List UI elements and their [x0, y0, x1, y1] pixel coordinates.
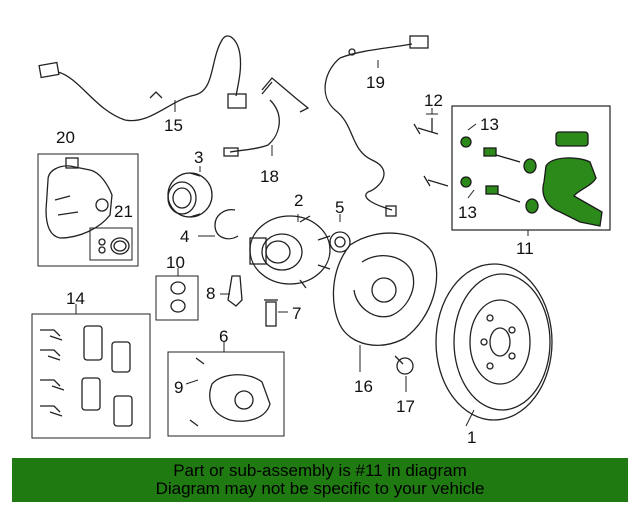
wheel-bearing: [167, 172, 213, 218]
box-10: [155, 275, 199, 321]
callout-13-lower: 13: [458, 203, 477, 222]
guide-pin-bolt-lower: [460, 176, 472, 188]
callout-6: 6: [219, 327, 228, 346]
anti-rattle-clip: [555, 131, 589, 147]
callout-14: 14: [66, 289, 85, 308]
callout-9: 9: [174, 378, 183, 397]
caliper-bracket-highlighted: [460, 131, 603, 227]
callout-19: 19: [366, 73, 385, 92]
callout-20: 20: [56, 128, 75, 147]
abs-sensor-wire-left: [38, 35, 247, 122]
callout-7: 7: [292, 304, 301, 323]
callout-18: 18: [260, 167, 279, 186]
callout-4: 4: [180, 227, 189, 246]
callout-5: 5: [335, 198, 344, 217]
brake-rotor: [435, 263, 553, 421]
callout-16: 16: [354, 377, 373, 396]
boot-upper: [523, 158, 537, 174]
callout-12: 12: [424, 91, 443, 110]
callout-17: 17: [396, 397, 415, 416]
brake-pad-set: [40, 325, 133, 427]
bushing-kit: [170, 281, 186, 313]
dust-shield: [332, 232, 438, 346]
guide-pin-lower: [485, 185, 499, 195]
callout-1: 1: [467, 428, 476, 447]
callout-10: 10: [166, 253, 185, 272]
abs-sensor-wire-center: [324, 35, 429, 217]
seal-kit: [98, 237, 130, 255]
notice-banner: Part or sub-assembly is #11 in diagram D…: [12, 458, 628, 502]
caliper-bracket: [542, 157, 603, 227]
guide-pin-upper: [483, 147, 497, 157]
box-21: [89, 227, 133, 261]
guide-pin-bolt-upper: [460, 136, 472, 148]
box-14: [31, 313, 151, 439]
parking-brake-actuator: [45, 157, 113, 239]
boot-lower: [525, 198, 539, 214]
callout-8: 8: [206, 284, 215, 303]
callout-15: 15: [164, 116, 183, 135]
box-20: [37, 153, 139, 267]
snap-ring: [214, 209, 239, 240]
notice-line-1: Part or sub-assembly is #11 in diagram: [173, 461, 467, 480]
callout-2: 2: [294, 191, 303, 210]
wire-bracket: [223, 77, 310, 157]
notice-line-2: Diagram may not be specific to your vehi…: [155, 479, 485, 498]
shield-bolt: [394, 355, 414, 375]
caliper-bracket-bolts: [413, 118, 449, 187]
leader-lines: [75, 60, 529, 427]
callout-3: 3: [194, 148, 203, 167]
wheel-hub: [249, 215, 331, 289]
brake-caliper: [189, 357, 271, 427]
box-11-caliper-assembly: [451, 105, 611, 231]
box-6: [167, 351, 285, 437]
callout-13-upper: 13: [480, 115, 499, 134]
clip-bracket: [227, 275, 243, 307]
hub-nut: [329, 231, 351, 253]
callout-11: 11: [516, 239, 534, 258]
bleeder-screw: [264, 299, 278, 327]
brake-exploded-view: 1 2 3 4 5 6 7 8 9 10 11 12 13 13 14 15 1…: [31, 35, 611, 447]
callout-21: 21: [114, 202, 133, 221]
